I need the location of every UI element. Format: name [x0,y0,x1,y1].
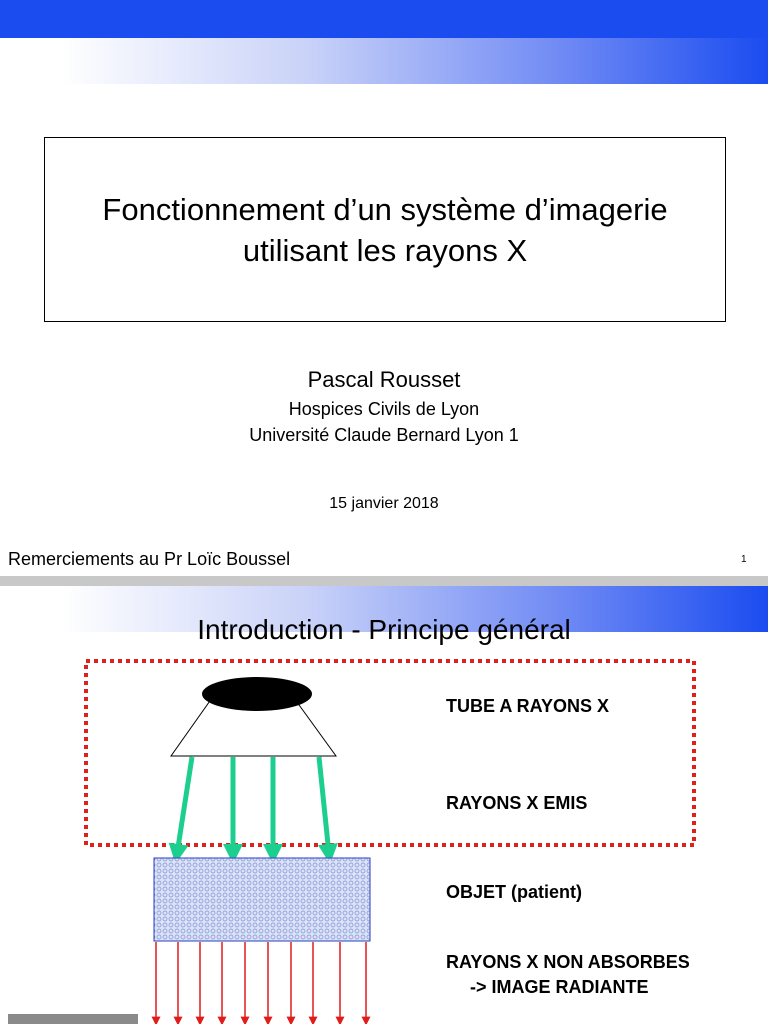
title-line-1: Fonctionnement d’un système d’imagerie [102,191,668,227]
presentation-date: 15 janvier 2018 [329,495,439,512]
label-emitted-rays: RAYONS X EMIS [446,793,588,813]
dotted-frame [84,659,696,847]
slide-2: Introduction - Principe général [0,586,768,1024]
label-not-absorbed: RAYONS X NON ABSORBES [446,952,690,972]
xray-principle-diagram [8,659,696,1024]
page-number: 1 [741,554,747,565]
header-gradient-bar [0,38,768,84]
emitted-ray [168,756,195,864]
label-xray-tube: TUBE A RAYONS X [446,696,610,716]
label-object: OBJET (patient) [446,882,583,902]
title-box: Fonctionnement d’un système d’imagerie u… [44,137,726,322]
header-bar [0,0,768,38]
affiliation-1: Hospices Civils de Lyon [288,399,480,419]
author-name: Pascal Rousset [307,367,461,392]
affiliation-2: Université Claude Bernard Lyon 1 [249,425,519,445]
title-line-2: utilisant les rayons X [242,232,528,268]
acknowledgement: Remerciements au Pr Loïc Boussel [8,549,291,569]
header-gradient-bar [0,586,768,632]
emitted-ray [316,756,338,864]
patient-object [153,857,371,942]
radiograph-thumbnail [8,1014,138,1024]
page-separator [0,576,768,586]
transmitted-rays [151,942,371,1024]
slide-title: Introduction - Principe général [197,614,571,645]
slide-1: Fonctionnement d’un système d’imagerie u… [0,0,768,569]
label-radiant-image: -> IMAGE RADIANTE [470,977,649,997]
xray-tube-icon [202,677,312,711]
